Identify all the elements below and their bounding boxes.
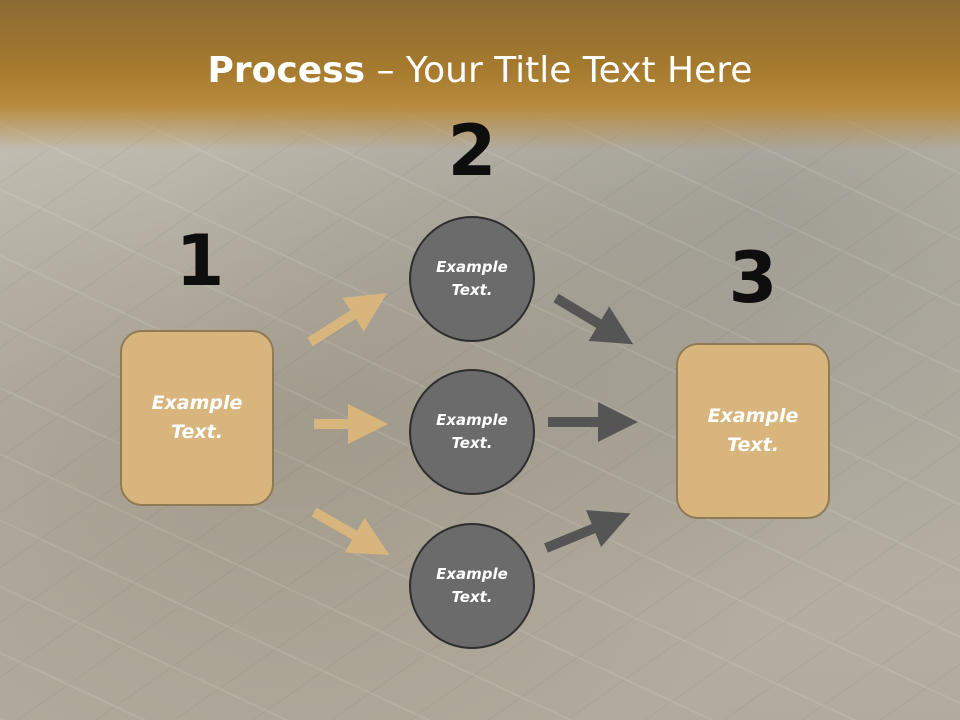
step-2-circle-2: Example Text.: [409, 369, 535, 495]
header-band: [0, 0, 960, 150]
step-2-circle-1: Example Text.: [409, 216, 535, 342]
step-2-circle-2-text: Example Text.: [436, 411, 508, 452]
step-1-text: Example Text.: [151, 392, 243, 443]
step-number-2: 2: [447, 110, 497, 192]
arrow-2-to-3-bottom: [544, 510, 631, 553]
step-3-box: Example Text.: [676, 343, 830, 519]
step-1-box: Example Text.: [120, 330, 274, 506]
arrow-1-to-2-bottom: [311, 507, 390, 555]
step-2-circle-3-text: Example Text.: [436, 565, 508, 606]
arrow-2-to-3-top: [553, 293, 634, 345]
step-2-circle-3: Example Text.: [409, 523, 535, 649]
title-bold: Process: [207, 50, 366, 91]
arrow-1-to-2-top: [307, 293, 387, 347]
step-number-1: 1: [175, 220, 225, 302]
step-number-3: 3: [728, 237, 778, 319]
step-3-text: Example Text.: [707, 405, 799, 456]
slide-title: Process – Your Title Text Here: [0, 50, 960, 91]
title-rest: – Your Title Text Here: [365, 50, 753, 91]
step-2-circle-1-text: Example Text.: [436, 258, 508, 299]
